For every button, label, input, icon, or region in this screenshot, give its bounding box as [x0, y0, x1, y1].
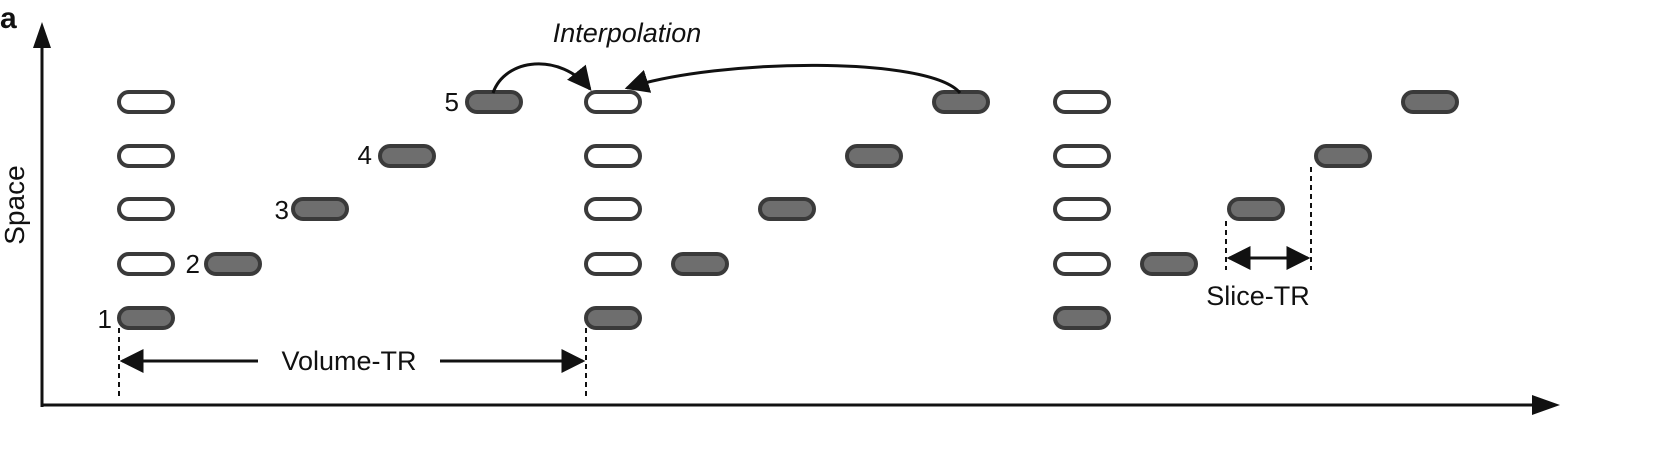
volume-1-reference-slice-5: [117, 90, 175, 114]
y-axis-arrowhead: [33, 22, 51, 48]
volume-2-acquired-slice-3: [758, 197, 816, 221]
axes: [33, 22, 1560, 415]
volume-2-reference-slice-4: [584, 144, 642, 168]
volume-1-acquired-slice-5: [465, 90, 523, 114]
slice-tr-annotation: Slice-TR: [1206, 167, 1312, 311]
volume-1-acquired-slice-2: [204, 252, 262, 276]
volume-1-acquired-slice-4: [378, 144, 436, 168]
volume-3-acquired-slice-2: [1140, 252, 1198, 276]
volume-2-reference-slice-3: [584, 197, 642, 221]
interpolation-arrow-left: [491, 62, 592, 94]
interpolation-label: Interpolation: [553, 18, 702, 48]
volume-3-acquired-slice-3: [1227, 197, 1285, 221]
volume-2-reference-slice-1: [584, 306, 642, 330]
slice-number-1: 1: [98, 304, 112, 334]
y-axis-label: Space: [0, 165, 30, 244]
volume-3-reference-slice-2: [1053, 252, 1111, 276]
volume-2-reference-slice-2: [584, 252, 642, 276]
volume-3-acquired-slice-5: [1401, 90, 1459, 114]
slice-markers: [117, 90, 1459, 330]
volume-3-reference-slice-5: [1053, 90, 1111, 114]
slice-order-labels: 1 2 3 4 5: [98, 87, 459, 334]
volume-3-reference-slice-3: [1053, 197, 1111, 221]
volume-2-acquired-slice-2: [671, 252, 729, 276]
volume-1-reference-slice-1: [117, 306, 175, 330]
interpolation-arrow-right: [624, 63, 962, 95]
x-axis-arrowhead: [1532, 395, 1560, 415]
volume-2-acquired-slice-5: [932, 90, 990, 114]
volume-tr-annotation: Volume-TR: [118, 328, 587, 397]
panel-label: a: [0, 2, 17, 35]
slice-number-2: 2: [186, 249, 200, 279]
volume-2-reference-slice-5: [584, 90, 642, 114]
interpolation-annotation: Interpolation: [491, 18, 962, 95]
volume-1-acquired-slice-3: [291, 197, 349, 221]
volume-1-reference-slice-3: [117, 197, 175, 221]
volume-3-acquired-slice-4: [1314, 144, 1372, 168]
slice-number-3: 3: [275, 195, 289, 225]
slice-tr-label: Slice-TR: [1206, 281, 1310, 311]
slice-number-4: 4: [358, 140, 372, 170]
volume-1-reference-slice-2: [117, 252, 175, 276]
volume-3-reference-slice-1: [1053, 306, 1111, 330]
volume-2-acquired-slice-4: [845, 144, 903, 168]
volume-3-reference-slice-4: [1053, 144, 1111, 168]
volume-tr-label: Volume-TR: [281, 346, 416, 376]
slice-number-5: 5: [445, 87, 459, 117]
volume-1-reference-slice-4: [117, 144, 175, 168]
